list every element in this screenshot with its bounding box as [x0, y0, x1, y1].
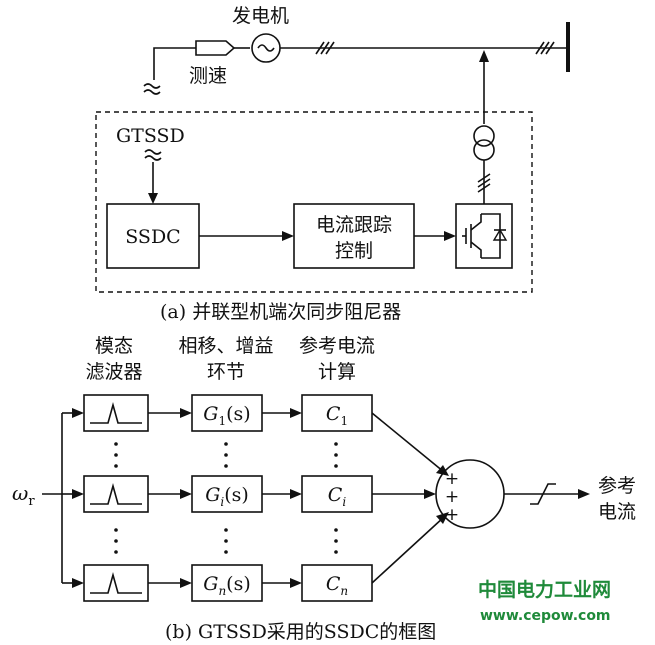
phase-gain-box — [191, 564, 263, 602]
c-label: Ci — [328, 484, 347, 509]
tracking-label-line2: 控制 — [335, 240, 373, 262]
arrow-to-c — [290, 489, 302, 499]
speed-sensor-line — [153, 47, 196, 80]
header-phase-line2: 环节 — [207, 361, 245, 383]
caption-a: (a) 并联型机端次同步阻尼器 — [160, 301, 401, 323]
vertical-ellipsis — [114, 442, 338, 554]
cn-to-sum-line — [371, 516, 445, 584]
arrow-to-converter — [444, 231, 456, 241]
generator-sine-icon — [257, 44, 275, 52]
bandpass-icon — [90, 572, 142, 594]
c-label: Cn — [326, 573, 348, 598]
arrow-to-g — [180, 578, 192, 588]
transformer-icon — [473, 125, 495, 147]
arrow-to-c — [290, 408, 302, 418]
block-row-n: Gn(s) Cn — [62, 564, 373, 602]
ref-current-box — [301, 564, 373, 602]
watermark-line1: 中国电力工业网 — [478, 578, 611, 601]
header-phase-line1: 相移、增益 — [178, 335, 273, 357]
part-a: 发电机 测速 — [95, 5, 570, 323]
tracking-control-box — [293, 203, 415, 269]
sum-sign-1: + — [445, 469, 459, 489]
arrow-to-filter — [72, 408, 84, 418]
arrow-to-filter — [72, 578, 84, 588]
arrow-c1-sum — [436, 465, 449, 476]
arrow-cn-sum — [436, 512, 449, 524]
generator-label: 发电机 — [232, 5, 289, 27]
g-label: Gi(s) — [205, 484, 249, 509]
header-ref-line1: 参考电流 — [299, 335, 375, 357]
arrow-to-ssdc — [148, 193, 158, 204]
caption-b: (b) GTSSD采用的SSDC的框图 — [165, 621, 436, 643]
arrow-output — [578, 489, 590, 499]
block-row-1: G1(s) C1 — [62, 394, 373, 432]
bandpass-icon — [90, 402, 142, 424]
ssdc-label: SSDC — [125, 226, 180, 248]
g-label: G1(s) — [203, 403, 250, 428]
c1-to-sum-line — [371, 412, 445, 473]
c-label: C1 — [326, 403, 348, 428]
input-omega: ωr — [12, 481, 35, 509]
three-phase-ticks-2 — [535, 41, 555, 55]
modal-filter-box — [83, 564, 149, 602]
igbt-icon — [462, 213, 508, 259]
arrow-to-g — [180, 489, 192, 499]
speed-probe-icon — [195, 40, 236, 56]
sum-sign-3: + — [445, 505, 459, 525]
block-row-i: Gi(s) Ci — [62, 475, 373, 513]
arrow-to-c — [290, 578, 302, 588]
arrow-to-tracking — [282, 231, 294, 241]
arrow-to-filter — [72, 489, 84, 499]
header-filter-line2: 滤波器 — [85, 361, 142, 383]
output-label-line2: 电流 — [598, 501, 636, 523]
arrow-ci-sum — [424, 489, 436, 499]
gtssd-signal-wave-icon — [144, 149, 162, 155]
header-filter-line1: 模态 — [95, 335, 133, 357]
gtssd-enclosure — [95, 111, 533, 293]
output-label-line1: 参考 — [598, 475, 636, 497]
three-phase-ticks-1 — [315, 41, 335, 55]
gtssd-signal-wave-icon-2 — [144, 155, 162, 161]
arrow-to-bus — [479, 50, 489, 62]
signal-wave-icon-2 — [143, 89, 161, 95]
g-label: Gn(s) — [203, 573, 251, 598]
bandpass-icon — [90, 483, 142, 505]
arrow-to-g — [180, 408, 192, 418]
three-phase-ticks-3 — [477, 173, 491, 193]
watermark-line2: www.cepow.com — [480, 608, 611, 624]
sum-sign-2: + — [445, 487, 459, 507]
speed-label: 测速 — [189, 65, 227, 87]
part-b: 模态 滤波器 相移、增益 环节 参考电流 计算 ωr G1(s)C1Gi(s)C… — [12, 335, 636, 643]
signal-wave-icon — [143, 83, 161, 89]
limiter-icon — [530, 483, 556, 505]
transformer-icon-2 — [473, 139, 495, 161]
tracking-label-line1: 电流跟踪 — [316, 214, 392, 236]
gtssd-label: GTSSD — [116, 125, 185, 147]
header-ref-line2: 计算 — [318, 361, 356, 383]
phase-gain-box — [191, 394, 263, 432]
ref-current-box — [301, 475, 373, 513]
